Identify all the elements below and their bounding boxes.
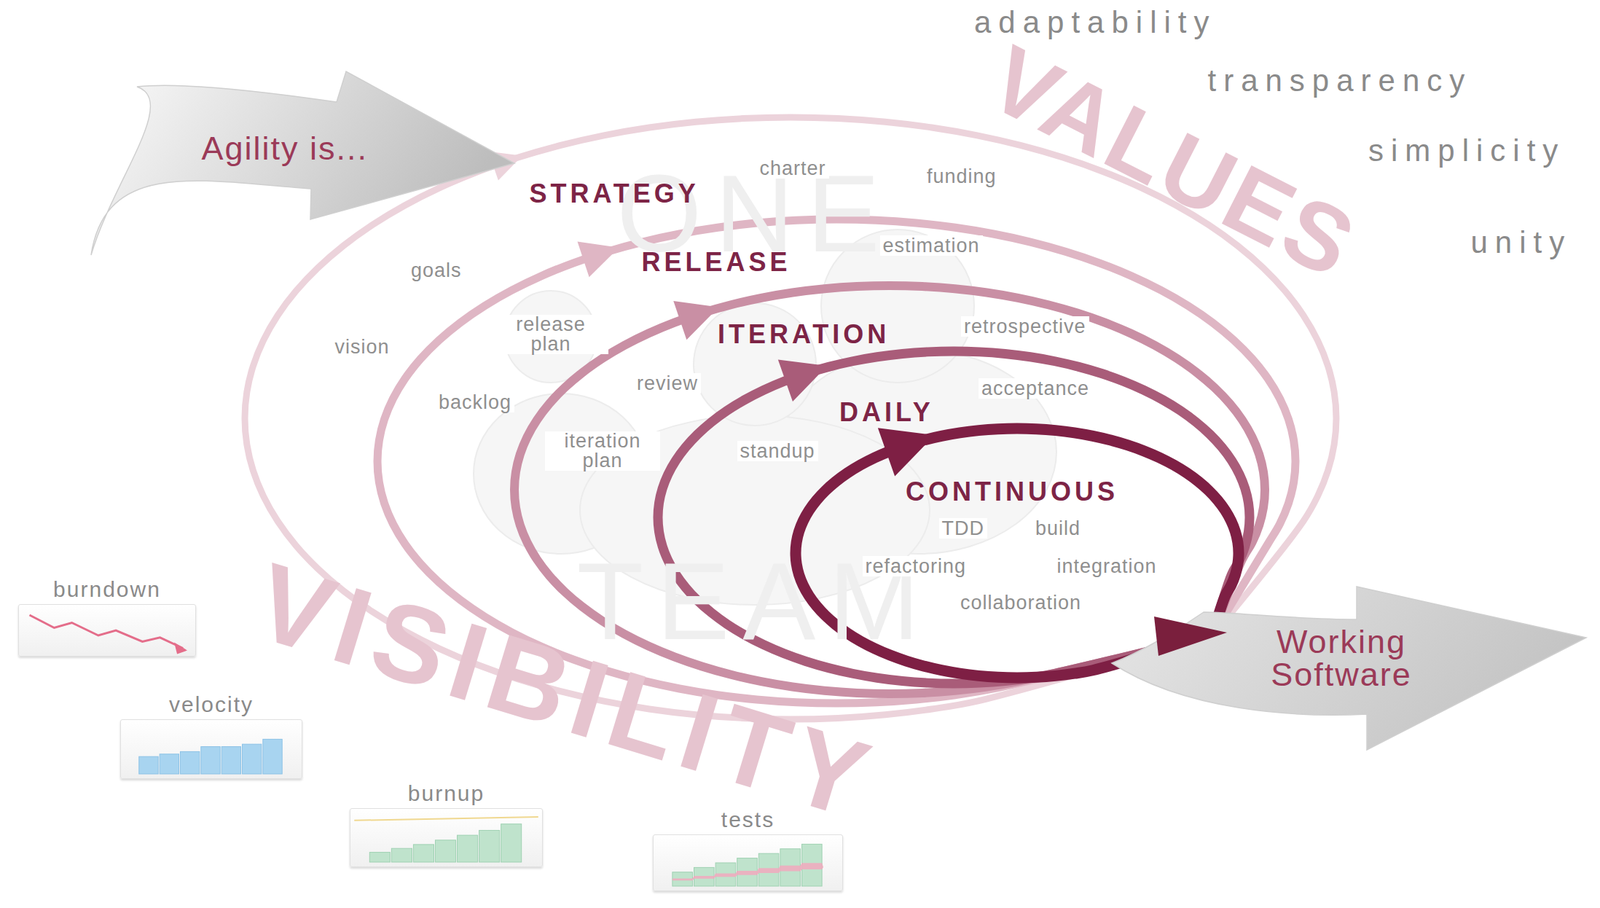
failing-tests-area bbox=[672, 862, 824, 881]
level-heading: RELEASE bbox=[641, 248, 792, 277]
practice-label: goals bbox=[408, 260, 465, 281]
burndown-line bbox=[29, 614, 184, 649]
chart-bar bbox=[501, 824, 522, 862]
mini-chart bbox=[18, 604, 196, 656]
practice-label: backlog bbox=[435, 391, 515, 413]
chart-bar bbox=[159, 754, 179, 774]
mini-chart bbox=[120, 719, 302, 779]
level-heading: STRATEGY bbox=[529, 179, 700, 208]
practice-label: vision bbox=[332, 336, 393, 358]
metric-tile: burndown bbox=[18, 577, 196, 657]
chart-tile bbox=[652, 834, 843, 892]
chart-bar bbox=[179, 751, 199, 774]
scope-line bbox=[354, 816, 538, 821]
practice-label: acceptance bbox=[978, 378, 1093, 399]
flow-arrow: Agility is... bbox=[91, 71, 518, 258]
practice-label: funding bbox=[923, 166, 1000, 187]
chart-bar bbox=[479, 829, 500, 862]
loop-arrowhead bbox=[877, 427, 935, 476]
chart-tile bbox=[349, 808, 543, 868]
value-word: transparency bbox=[1208, 64, 1473, 97]
metric-tile: velocity bbox=[120, 692, 303, 779]
practice-label: release plan bbox=[493, 314, 609, 355]
chart-bar bbox=[263, 738, 282, 774]
chart-bar bbox=[221, 746, 241, 774]
mini-chart bbox=[350, 808, 543, 867]
value-word: simplicity bbox=[1368, 134, 1566, 167]
level-heading: CONTINUOUS bbox=[905, 477, 1119, 506]
convergence-arrowhead bbox=[1154, 616, 1227, 656]
practice-label: integration bbox=[1054, 555, 1160, 577]
value-word: unity bbox=[1471, 226, 1573, 259]
level-heading: ITERATION bbox=[717, 320, 890, 349]
practice-label: review bbox=[633, 373, 701, 394]
loop-arrowhead bbox=[673, 300, 719, 340]
chart-bar bbox=[139, 756, 159, 774]
level-heading: DAILY bbox=[839, 398, 935, 427]
arrow-body bbox=[1111, 586, 1587, 750]
loop-arrowhead bbox=[778, 359, 827, 402]
practice-label: retrospective bbox=[961, 316, 1090, 337]
tile-caption: tests bbox=[652, 807, 843, 832]
flow-arrow: Working Software bbox=[1111, 586, 1587, 750]
practice-label: build bbox=[1032, 518, 1084, 539]
arrow-body bbox=[91, 71, 515, 256]
chart-tile bbox=[120, 719, 303, 779]
chart-bar bbox=[457, 834, 478, 862]
chart-bar bbox=[413, 844, 434, 862]
arrow-shape bbox=[91, 71, 518, 258]
practice-label: charter bbox=[757, 158, 830, 179]
metric-tile: tests bbox=[652, 807, 843, 892]
practice-label: iteration plan bbox=[544, 431, 661, 471]
practice-label: refactoring bbox=[862, 555, 970, 577]
metric-tile: burnup bbox=[349, 781, 543, 868]
practice-label: collaboration bbox=[957, 592, 1085, 613]
tile-caption: burndown bbox=[18, 577, 196, 602]
chart-tile bbox=[18, 604, 196, 657]
chart-bar bbox=[434, 840, 456, 862]
practice-label: estimation bbox=[880, 235, 983, 256]
practice-label: TDD bbox=[939, 518, 988, 539]
chart-bar bbox=[391, 848, 412, 862]
chart-bar bbox=[242, 743, 262, 774]
mini-chart bbox=[653, 834, 843, 891]
chart-bar bbox=[201, 746, 221, 774]
arrow-label: Working Software bbox=[1246, 625, 1437, 691]
practice-label: standup bbox=[737, 440, 819, 462]
burndown-arrowhead bbox=[174, 642, 188, 655]
arrow-label: Agility is... bbox=[201, 131, 369, 165]
cycle-loop bbox=[514, 285, 1265, 694]
chart-bar bbox=[369, 852, 390, 862]
tile-caption: velocity bbox=[120, 692, 303, 717]
tile-caption: burnup bbox=[349, 781, 543, 806]
loop-arrowhead bbox=[577, 241, 620, 277]
value-word: adaptability bbox=[974, 6, 1217, 39]
